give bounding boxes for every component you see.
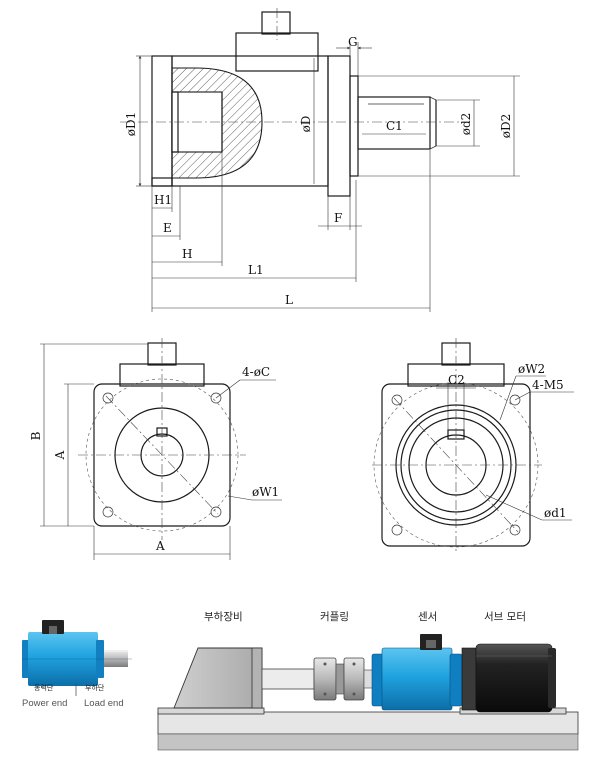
dim-d1-label: ød1 [544,506,567,520]
dim-E-label: E [163,221,172,235]
dim-C1-label: C1 [386,119,403,133]
dim-H-label: H [182,247,192,261]
dim-L1-label: L1 [248,263,264,277]
dim-D-label: øD [299,116,313,133]
dim-B-label: B [29,431,43,440]
load-device-label: 부하장비 [204,610,243,623]
sensor-orientation-legend: 동력단 부하단 Power end Load end [22,620,132,709]
front-view-power-end: B A A 4-øC øW1 [29,338,282,560]
dim-d2-label: ød2 [459,113,473,136]
dim-A-horizontal-label: A [155,539,165,553]
dim-W2-label: øW2 [518,362,545,376]
dim-G-label: G [348,35,358,49]
load-end-kr-label: 부하단 [85,683,105,692]
dim-A-vertical-label: A [53,450,67,460]
dim-C-label: 4-øC [242,365,270,379]
dim-M5-label: 4-M5 [532,378,564,392]
sensor-label: 센서 [418,611,437,623]
dim-D1-label: øD1 [124,112,138,136]
dim-L-label: L [285,293,293,307]
test-setup-illustration: 부하장비 커플링 센서 서브 모터 [157,610,579,751]
dim-D2-label: øD2 [499,114,513,138]
dim-H1-label: H1 [154,193,172,207]
dim-F-label: F [334,211,342,225]
coupling-label: 커플링 [320,611,349,623]
dim-W1-label: øW1 [252,485,279,499]
dim-C2-label: C2 [448,373,465,387]
power-end-en-label: Power end [22,698,67,709]
servo-motor-label: 서브 모터 [484,611,526,623]
power-end-kr-label: 동력단 [34,683,54,692]
front-view-load-end: C2 øW2 4-M5 ød1 [372,338,574,552]
side-view: G øD1 øD C1 ød2 øD2 H1 E [120,8,520,312]
load-end-en-label: Load end [84,698,124,709]
